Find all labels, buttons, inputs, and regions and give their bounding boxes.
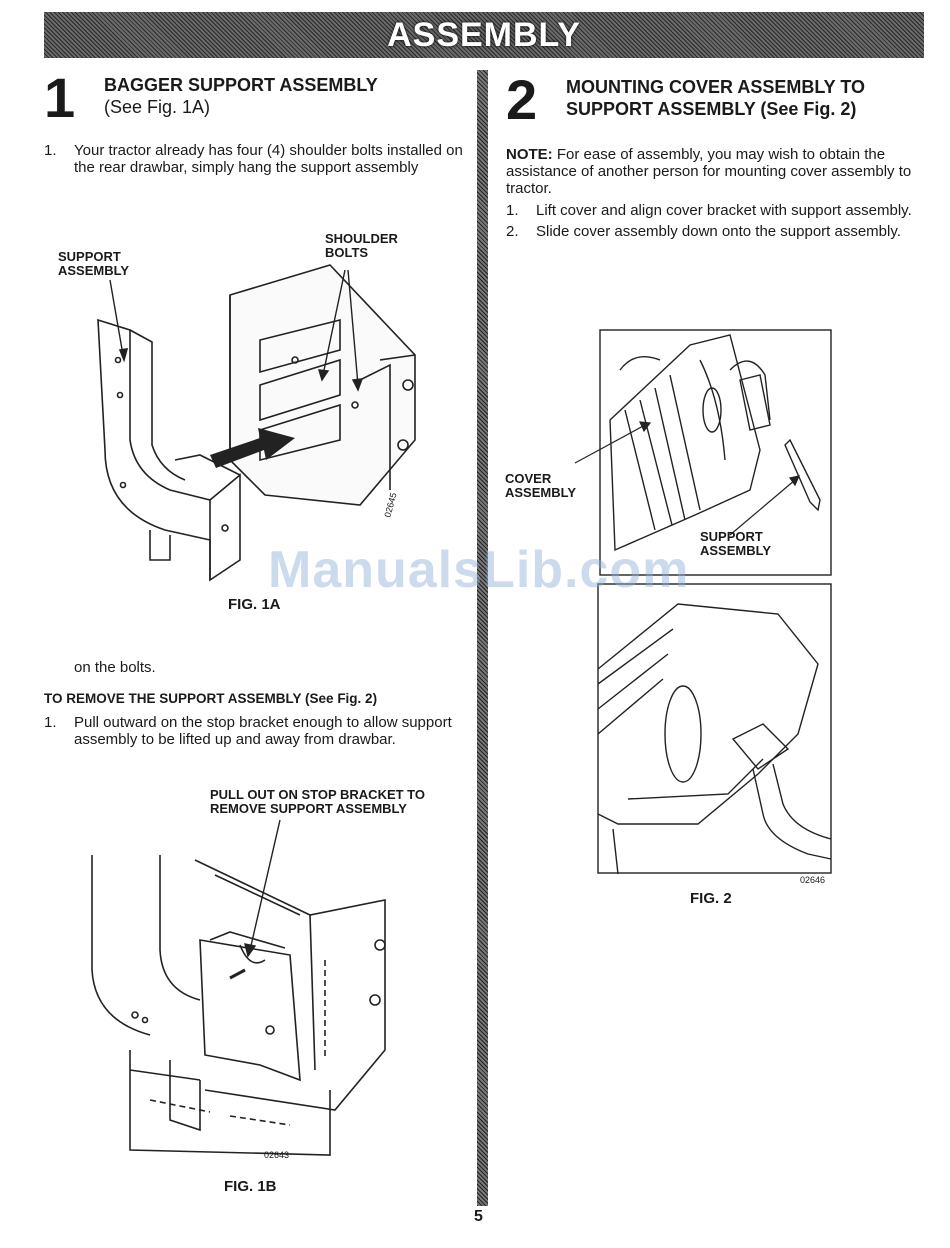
step-number-1: 1 (44, 66, 76, 129)
section2-title: MOUNTING COVER ASSEMBLY TO SUPPORT ASSEM… (566, 77, 866, 119)
fig1a-support-label: SUPPORT ASSEMBLY (58, 249, 130, 278)
section1-subtitle: (See Fig. 1A) (104, 97, 211, 117)
fig2-support-label: SUPPORT ASSEMBLY (700, 529, 772, 558)
page-header-banner: ASSEMBLY (44, 12, 924, 58)
list-number: 1. (44, 714, 57, 731)
page-title: ASSEMBLY (387, 15, 581, 54)
step-number-2: 2 (506, 68, 538, 131)
note-label: NOTE: (506, 146, 553, 163)
fig2-top-illustration (574, 329, 832, 576)
list-item: 1. Lift cover and align cover bracket wi… (506, 202, 922, 219)
fig2-code: 02646 (800, 875, 826, 885)
fig1b-illustration (91, 819, 386, 1156)
note-text: For ease of assembly, you may wish to ob… (506, 146, 912, 197)
section2-note: NOTE: For ease of assembly, you may wish… (506, 146, 922, 197)
list-text: Pull outward on the stop bracket enough … (74, 714, 452, 748)
list-number: 1. (44, 142, 57, 159)
section1-step1: 1. Your tractor already has four (4) sho… (44, 142, 464, 180)
section1-title-text: BAGGER SUPPORT ASSEMBLY (104, 75, 378, 95)
fig1a-bolts-label: SHOULDER BOLTS (325, 231, 398, 260)
fig1b-code: 02643 (264, 1150, 290, 1160)
column-divider (477, 70, 488, 1206)
fig2-bottom-illustration (597, 583, 832, 875)
list-item: 2. Slide cover assembly down onto the su… (506, 223, 922, 240)
fig1a-illustration (97, 264, 416, 582)
fig1b-label: PULL OUT ON STOP BRACKET TO REMOVE SUPPO… (210, 787, 426, 816)
watermark: ManualsLib.com (268, 541, 690, 599)
list-number: 1. (506, 202, 519, 219)
remove-step1: 1. Pull outward on the stop bracket enou… (44, 714, 464, 752)
list-text: Lift cover and align cover bracket with … (536, 202, 912, 219)
section1-step1-continued: on the bolts. (74, 659, 156, 676)
fig1a-caption: FIG. 1A (228, 596, 281, 613)
section2-steps: 1. Lift cover and align cover bracket wi… (506, 202, 922, 244)
page-number: 5 (474, 1208, 483, 1225)
fig2-cover-label: COVER ASSEMBLY (505, 471, 577, 500)
list-number: 2. (506, 223, 519, 240)
fig1b-caption: FIG. 1B (224, 1178, 277, 1195)
remove-support-heading: TO REMOVE THE SUPPORT ASSEMBLY (See Fig.… (44, 691, 378, 706)
section1-title: BAGGER SUPPORT ASSEMBLY (See Fig. 1A) (104, 74, 464, 118)
fig2-caption: FIG. 2 (690, 890, 732, 907)
list-text: Your tractor already has four (4) should… (74, 142, 463, 176)
list-text: Slide cover assembly down onto the suppo… (536, 223, 901, 240)
